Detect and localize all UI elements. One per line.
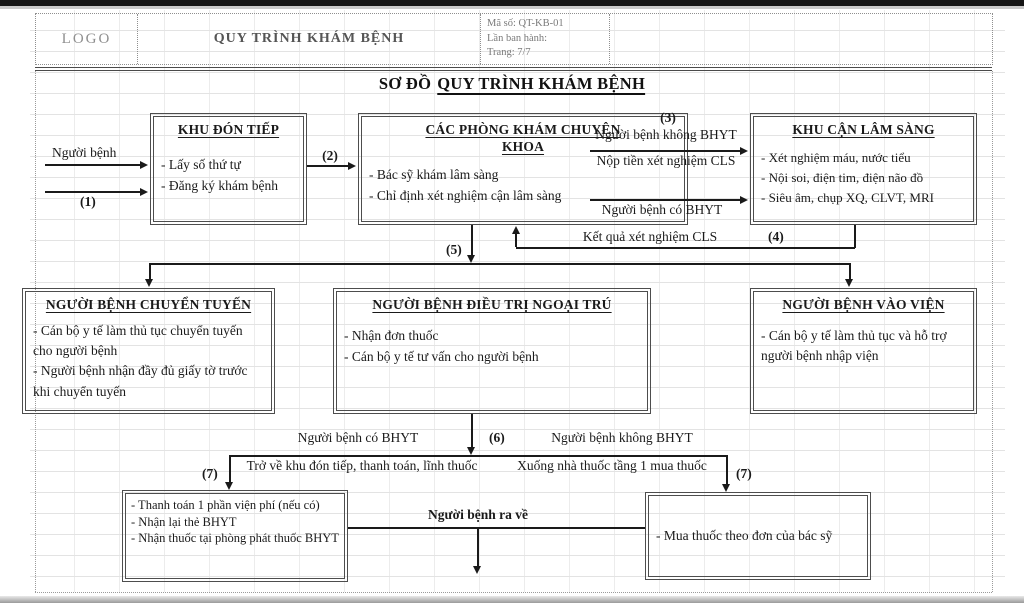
box-item: - Nhận đơn thuốc: [344, 327, 439, 343]
box-item: - Nhận lại thẻ BHYT: [131, 514, 237, 529]
box-item: - Mua thuốc theo đơn của bác sỹ: [656, 527, 833, 543]
label-step-7-left: (7): [202, 466, 218, 481]
flow-line-7-left: [229, 455, 231, 483]
box-title: KHU ĐÓN TIẾP: [177, 122, 280, 137]
flow-line-entry-1: [45, 164, 141, 166]
box-item: - Lấy số thứ tự: [161, 156, 241, 172]
label-leave: Người bệnh ra về: [428, 507, 528, 522]
box-admission: NGƯỜI BỆNH VÀO VIỆN - Cán bộ y tế làm th…: [750, 288, 977, 414]
box-item: - Người bệnh nhận đầy đủ giấy tờ trước k…: [33, 363, 248, 399]
frame-right-border: [992, 71, 993, 592]
diagram-title: SƠ ĐỒ QUY TRÌNH KHÁM BỆNH: [0, 74, 1024, 94]
box-title: NGƯỜI BỆNH VÀO VIỆN: [782, 297, 945, 312]
label-no-bhyt-top: Người bệnh không BHYT: [595, 127, 737, 142]
box-paraclinical: KHU CẬN LÂM SÀNG - Xét nghiệm máu, nước …: [750, 113, 977, 225]
flow-line-split: [230, 455, 728, 457]
box-item: - Siêu âm, chụp XQ, CLVT, MRI: [761, 190, 934, 206]
arrowhead-7-right: [722, 484, 730, 492]
label-cls-result: Kết quả xét nghiệm CLS: [582, 229, 718, 244]
box-bhyt-checkout: - Thanh toán 1 phần viện phí (nếu có) - …: [122, 490, 348, 582]
frame-bottom-border: [35, 592, 992, 593]
label-step-3: (3): [660, 110, 676, 125]
doc-code: Mã số: QT-KB-01: [487, 18, 564, 29]
document-title: QUY TRÌNH KHÁM BỆNH: [213, 31, 405, 46]
box-specialty-clinics: CÁC PHÒNG KHÁM CHUYÊN KHOA - Bác sỹ khám…: [358, 113, 688, 225]
box-pharmacy: - Mua thuốc theo đơn của bác sỹ: [645, 492, 871, 580]
box-title: NGƯỜI BỆNH CHUYỂN TUYẾN: [45, 297, 252, 312]
frame-left-border: [35, 71, 36, 592]
box-item: - Bác sỹ khám lâm sàng: [369, 166, 499, 182]
flow-line-result-up: [515, 233, 517, 247]
label-patient-in: Người bệnh: [52, 145, 117, 160]
box-item: - Cán bộ y tế làm thủ tục chuyển tuyến c…: [33, 322, 243, 359]
box-item: - Cán bộ y tế làm thủ tục và hỗ trợ ngườ…: [761, 327, 947, 364]
label-pay-cls: Nộp tiền xét nghiệm CLS: [596, 153, 736, 168]
flow-line-no-bhyt: [590, 150, 740, 152]
logo-text: LOGO: [61, 30, 112, 47]
flow-line-result-vert: [854, 225, 856, 248]
flow-line-step-2: [307, 165, 349, 167]
label-step-1: (1): [80, 194, 96, 209]
box-reception: KHU ĐÓN TIẾP - Lấy số thứ tự - Đăng ký k…: [150, 113, 307, 225]
arrowhead-step-2: [348, 162, 356, 170]
arrowhead-result-up: [512, 226, 520, 234]
box-item: - Cán bộ y tế tư vấn cho người bệnh: [344, 348, 539, 364]
top-gray-strip: [0, 6, 1024, 9]
doc-issue: Lần ban hành:: [487, 32, 548, 44]
flow-line-entry-2: [45, 191, 141, 193]
document-header: LOGO QUY TRÌNH KHÁM BỆNH Mã số: QT-KB-01…: [35, 13, 993, 65]
arrowhead-exit: [473, 566, 481, 574]
bottom-gray-bar: [0, 596, 1024, 603]
logo-placeholder: LOGO: [36, 14, 138, 64]
label-step-6: (6): [489, 430, 505, 445]
flow-line-result-horiz: [516, 247, 855, 249]
label-has-bhyt-bottom: Người bệnh có BHYT: [297, 430, 419, 445]
arrowhead-entry-2: [140, 188, 148, 196]
document-title-cell: QUY TRÌNH KHÁM BỆNH: [138, 14, 481, 64]
doc-page: Trang: 7/7: [487, 47, 531, 59]
flow-line-step-5: [471, 225, 473, 256]
flow-line-drop-right: [849, 263, 851, 280]
label-step-4: (4): [768, 229, 784, 244]
label-step-2: (2): [322, 148, 338, 163]
arrowhead-drop-left: [145, 279, 153, 287]
box-item: - Đăng ký khám bệnh: [161, 177, 278, 193]
box-item: - Thanh toán 1 phần viện phí (nếu có): [131, 498, 320, 512]
flow-line-exit: [477, 527, 479, 567]
box-transfer-patient: NGƯỜI BỆNH CHUYỂN TUYẾN - Cán bộ y tế là…: [22, 288, 275, 414]
arrowhead-no-bhyt: [740, 147, 748, 155]
arrowhead-entry-1: [140, 161, 148, 169]
box-item: - Nội soi, điện tim, điện não đồ: [761, 170, 924, 186]
flow-line-drop-left: [149, 263, 151, 280]
frame-top-double-line: [35, 67, 992, 71]
box-item: - Chỉ định xét nghiệm cận lâm sàng: [369, 187, 562, 203]
document-meta-cell: Mã số: QT-KB-01 Lần ban hành: Trang: 7/7: [481, 14, 610, 64]
arrowhead-drop-right: [845, 279, 853, 287]
flow-line-7-right: [726, 455, 728, 485]
label-has-bhyt-top: Người bệnh có BHYT: [601, 202, 723, 217]
label-step-5: (5): [446, 242, 462, 257]
label-return-reception: Trở về khu đón tiếp, thanh toán, lĩnh th…: [246, 458, 478, 473]
box-item: - Nhận thuốc tại phòng phát thuốc BHYT: [131, 531, 339, 545]
flow-line-distribution: [150, 263, 850, 265]
box-title: KHU CẬN LÂM SÀNG: [792, 122, 935, 137]
arrowhead-step-6: [467, 447, 475, 455]
flow-line-has-bhyt: [590, 199, 740, 201]
arrowhead-step-5: [467, 255, 475, 263]
arrowhead-7-left: [225, 482, 233, 490]
top-dark-bar: [0, 0, 1024, 6]
flow-line-leave-connector: [348, 527, 645, 529]
label-go-pharmacy: Xuống nhà thuốc tầng 1 mua thuốc: [517, 458, 707, 473]
flow-line-step-6: [471, 414, 473, 448]
diagram-title-prefix: SƠ ĐỒ: [378, 74, 432, 93]
arrowhead-has-bhyt: [740, 196, 748, 204]
box-item: - Xét nghiệm máu, nước tiểu: [761, 149, 911, 165]
label-no-bhyt-bottom: Người bệnh không BHYT: [551, 430, 693, 445]
box-title: NGƯỜI BỆNH ĐIỀU TRỊ NGOẠI TRÚ: [372, 297, 612, 312]
label-step-7-right: (7): [736, 466, 752, 481]
box-title: CÁC PHÒNG KHÁM CHUYÊN KHOA: [425, 122, 621, 154]
diagram-title-underlined: QUY TRÌNH KHÁM BỆNH: [437, 74, 646, 93]
box-outpatient: NGƯỜI BỆNH ĐIỀU TRỊ NGOẠI TRÚ - Nhận đơn…: [333, 288, 651, 414]
